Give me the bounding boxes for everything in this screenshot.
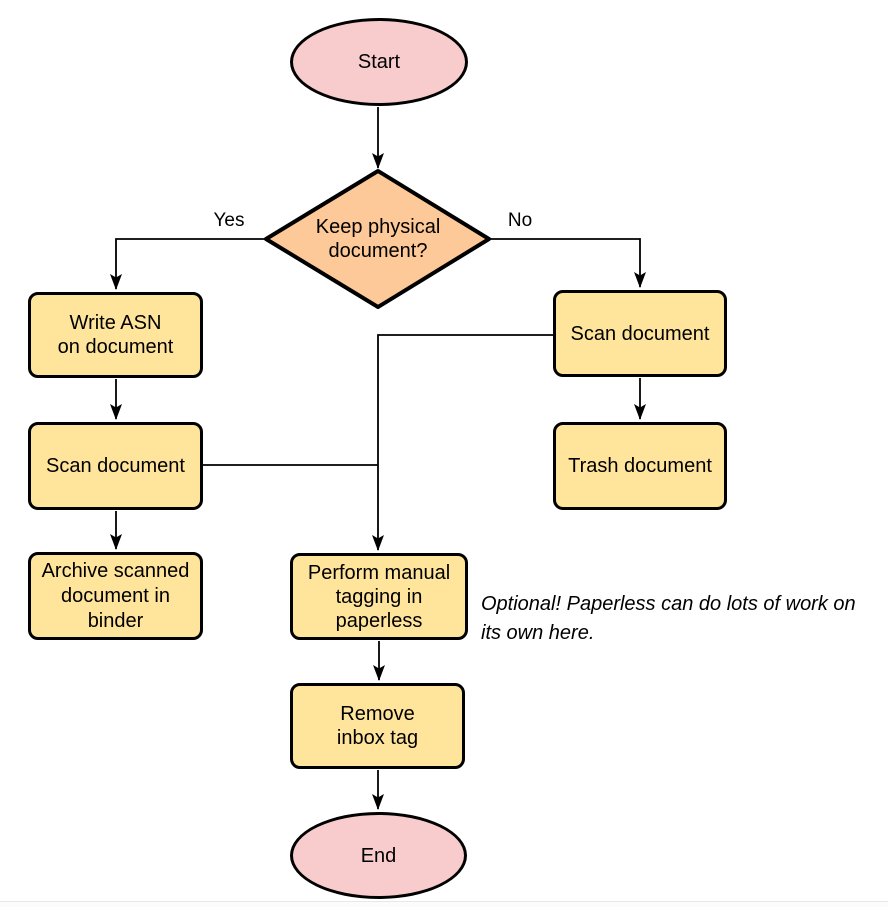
- node-archive-binder: Archive scanned document in binder: [28, 552, 203, 640]
- node-end-label: End: [360, 844, 397, 867]
- node-manual-tagging: Perform manual tagging in paperless: [290, 553, 468, 640]
- node-trash-document: Trash document: [553, 422, 727, 510]
- edge-label-no: No: [507, 210, 533, 231]
- node-scan-document-left: Scan document: [28, 422, 203, 510]
- edge-label-yes: Yes: [213, 210, 245, 231]
- node-scan-document-right: Scan document: [553, 290, 727, 377]
- node-decision: Keep physical document?: [266, 171, 490, 307]
- node-write-asn: Write ASN on document: [28, 292, 203, 378]
- node-archive-binder-label: Archive scanned document in binder: [41, 559, 190, 632]
- node-start-label: Start: [357, 51, 401, 73]
- node-remove-inbox-tag: Remove inbox tag: [290, 683, 465, 769]
- node-end: End: [290, 812, 467, 899]
- node-trash-document-label: Trash document: [568, 455, 712, 477]
- page-bottom-strip: [0, 902, 888, 907]
- edge-decision-yes-to-write-asn: [110, 238, 265, 290]
- node-scan-document-right-label: Scan document: [570, 322, 710, 345]
- node-start: Start: [290, 18, 468, 106]
- edge-decision-no-to-scan-right: [490, 238, 646, 288]
- node-scan-document-left-label: Scan document: [46, 455, 185, 477]
- decision-diamond-shape: [264, 169, 491, 309]
- node-remove-inbox-tag-label: Remove inbox tag: [336, 703, 419, 749]
- annotation-note: Optional! Paperless can do lots of work …: [481, 593, 856, 644]
- node-manual-tagging-label: Perform manual tagging in paperless: [307, 561, 451, 632]
- edge-scan-right-to-tagging: [372, 334, 553, 551]
- page-bottom-divider: [0, 901, 888, 903]
- node-decision-label: Keep physical document?: [315, 216, 441, 262]
- node-write-asn-label: Write ASN on document: [57, 312, 174, 358]
